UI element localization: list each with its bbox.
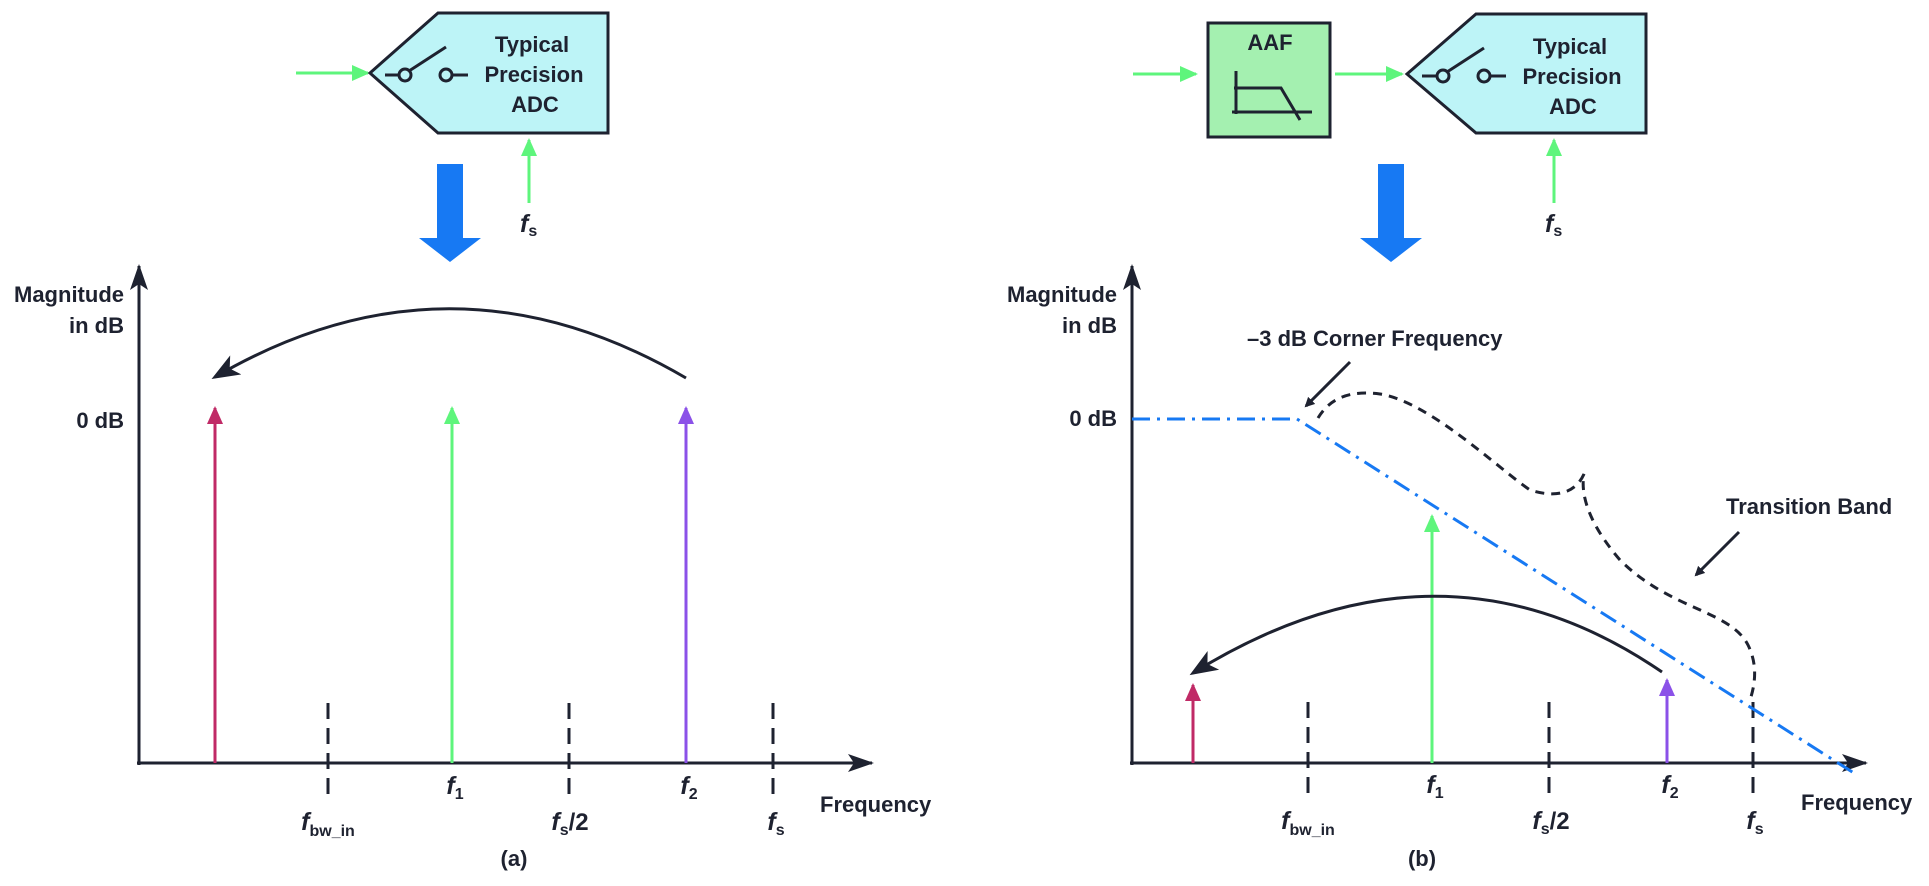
x-axis-label-a: Frequency: [820, 792, 932, 817]
switch-icon: [1422, 46, 1506, 84]
adc-block-b: Typical Precision ADC: [1404, 12, 1648, 135]
tick-label-fbw-a: fbw_in: [301, 808, 355, 840]
aliasing-curve-b: [1189, 594, 1663, 676]
adc-label-line-3: ADC: [1549, 94, 1597, 119]
aaf-label: AAF: [1247, 30, 1292, 55]
tick-label-fs-half-a: fs/2: [551, 808, 588, 839]
flow-arrow-a: [419, 164, 481, 262]
zero-db-label-b: 0 dB: [1069, 406, 1117, 431]
transition-band-label: Transition Band: [1726, 494, 1892, 519]
caption-a: (a): [501, 846, 528, 871]
switch-icon: [385, 45, 468, 83]
tick-label-fbw-b: fbw_in: [1281, 807, 1335, 839]
adc-label-line-1: Typical: [1533, 34, 1607, 59]
adc-block-a: Typical Precision ADC: [367, 11, 610, 135]
adc-label-line-1: Typical: [495, 32, 569, 57]
filter-response-curve: [1132, 417, 1858, 777]
tick-label-fs-a: fs: [767, 808, 784, 839]
zero-db-label-a: 0 dB: [76, 408, 124, 433]
y-axis-label-line-2: in dB: [69, 313, 124, 338]
clock-label-a: fs: [520, 210, 537, 240]
aliasing-curve-a: [211, 307, 687, 380]
tick-label-f2-b: f2: [1661, 771, 1678, 802]
transition-band-brace: [1316, 391, 1757, 701]
tick-label-fs-half-b: fs/2: [1532, 807, 1569, 838]
x-axis-label-b: Frequency: [1801, 790, 1913, 815]
y-axis-label-line-1: Magnitude: [1007, 282, 1117, 307]
lowpass-filter-icon: [1232, 71, 1312, 121]
corner-frequency-pointer: [1304, 360, 1352, 408]
adc-label-line-3: ADC: [511, 92, 559, 117]
corner-frequency-label: –3 dB Corner Frequency: [1247, 326, 1503, 351]
tick-label-f1-b: f1: [1426, 771, 1443, 802]
tick-label-fs-b: fs: [1746, 807, 1763, 838]
panel-b: AAF Typical Precision ADC fs: [1007, 12, 1913, 871]
adc-label-line-2: Precision: [1522, 64, 1621, 89]
y-axis-label-line-2: in dB: [1062, 313, 1117, 338]
transition-band-pointer: [1694, 530, 1741, 577]
flow-arrow-b: [1360, 164, 1422, 262]
panel-a: Typical Precision ADC fs Magnitude in dB…: [14, 11, 932, 871]
y-axis-label-line-1: Magnitude: [14, 282, 124, 307]
adc-label-line-2: Precision: [484, 62, 583, 87]
tick-label-f2-a: f2: [680, 772, 697, 803]
tick-label-f1-a: f1: [446, 772, 463, 803]
aaf-block: AAF: [1206, 21, 1332, 139]
clock-label-b: fs: [1545, 210, 1562, 240]
caption-b: (b): [1408, 846, 1436, 871]
